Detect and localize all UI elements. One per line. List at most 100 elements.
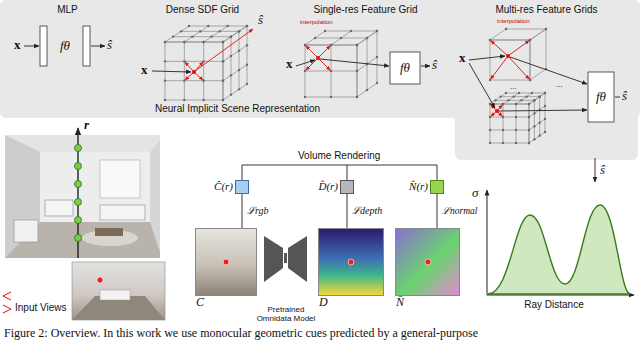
grid-line <box>247 26 248 84</box>
grid-line <box>490 40 530 41</box>
grid-line <box>325 31 377 32</box>
grid-vertex <box>356 44 358 46</box>
grid-vertex <box>324 30 326 32</box>
ray-sample <box>75 181 82 188</box>
feature-grid <box>489 92 546 144</box>
edge-label: ℒdepth <box>352 205 382 217</box>
grid-vertex <box>238 49 240 51</box>
grid-vertex <box>222 79 224 81</box>
plot-axis <box>487 190 488 295</box>
grid-vertex <box>246 25 248 27</box>
grid-vertex <box>164 99 166 101</box>
node-text: Pretrained Omnidata Model <box>255 306 317 324</box>
annotation-label: x <box>141 63 148 78</box>
grid-line <box>165 42 223 43</box>
grid-line <box>184 26 208 42</box>
depth-image: D <box>318 228 384 296</box>
grid-vertex <box>202 99 204 101</box>
grid-vertex <box>356 70 358 72</box>
grid-line <box>181 31 239 32</box>
ray-sample <box>75 145 82 152</box>
arrow <box>469 56 505 60</box>
node-text: fθ <box>585 90 617 105</box>
ray-sample <box>75 235 82 242</box>
grid-vertex <box>180 30 182 32</box>
grid-vertex <box>199 30 201 32</box>
grid-vertex <box>533 99 535 101</box>
grid-line <box>184 42 185 100</box>
grid-vertex <box>246 25 248 27</box>
arrow <box>91 46 105 47</box>
grid-vertex <box>494 99 496 101</box>
grid-vertex <box>356 70 358 72</box>
node-text: D <box>319 296 328 310</box>
grid-vertex <box>183 99 185 101</box>
output-arrow <box>195 29 253 71</box>
grid-vertex <box>538 95 540 97</box>
grid-vertex <box>515 103 517 105</box>
grid-line <box>377 31 378 83</box>
mlp-layer <box>40 26 47 66</box>
grid-vertex <box>544 92 546 94</box>
arrow <box>421 66 430 67</box>
grid-vertex <box>356 44 358 46</box>
annotation-label: r <box>84 118 89 133</box>
grid-line <box>305 45 357 46</box>
grid-line <box>239 31 240 89</box>
grid-vertex <box>164 60 166 62</box>
annotation-label: ŝ <box>258 13 263 28</box>
grid-vertex <box>515 103 517 105</box>
camera-glyph <box>3 305 11 313</box>
grid-vertex <box>538 121 540 123</box>
annotation-label: x <box>286 57 293 72</box>
interpolation-arrow <box>508 56 529 79</box>
grid-vertex <box>222 60 224 62</box>
grid-line <box>516 104 517 143</box>
grid-line <box>529 93 545 104</box>
camera-glyph <box>3 292 11 300</box>
grid-vertex <box>502 129 504 131</box>
grid-vertex <box>238 69 240 71</box>
grid-line <box>529 119 545 130</box>
interpolation-arrow <box>318 46 330 58</box>
grid-line <box>501 96 540 97</box>
grid-line <box>506 93 545 94</box>
grid-vertex <box>164 41 166 43</box>
grid-vertex <box>533 138 535 140</box>
grid-line <box>529 104 530 143</box>
grid-line <box>546 29 547 69</box>
grid-line <box>305 97 357 98</box>
grid-vertex <box>230 93 232 95</box>
grid-vertex <box>512 95 514 97</box>
arrow <box>615 97 620 98</box>
arrow <box>510 57 587 84</box>
annotation-label: ŝ <box>622 89 627 104</box>
grid-line <box>357 45 358 97</box>
grid-vertex <box>356 96 358 98</box>
grid-vertex <box>533 99 535 101</box>
grid-vertex <box>505 92 507 94</box>
density-plot: σRay Distance <box>470 182 638 310</box>
figure-caption: Figure 2: Overview. In this work we use … <box>4 327 478 341</box>
grid-line <box>490 80 530 81</box>
grid-line <box>490 130 529 131</box>
grid-line <box>529 93 545 104</box>
grid-vertex <box>544 105 546 107</box>
grid-line <box>529 132 545 143</box>
grid-vertex <box>222 79 224 81</box>
grid-line <box>490 29 506 40</box>
grid-line <box>490 143 529 144</box>
arrow <box>320 59 389 66</box>
encoder-shape <box>264 236 283 282</box>
query-point <box>506 54 510 58</box>
grid-vertex <box>545 28 547 30</box>
node-text: σ <box>472 186 478 201</box>
input-view <box>72 262 165 320</box>
grid-vertex <box>330 96 332 98</box>
ray-sample <box>75 199 82 206</box>
grid-vertex <box>246 44 248 46</box>
grid-vertex <box>528 103 530 105</box>
rendered-depth: D̂(r) <box>340 180 354 194</box>
decoder-box: fθ <box>387 52 423 84</box>
grid-line <box>203 42 204 100</box>
